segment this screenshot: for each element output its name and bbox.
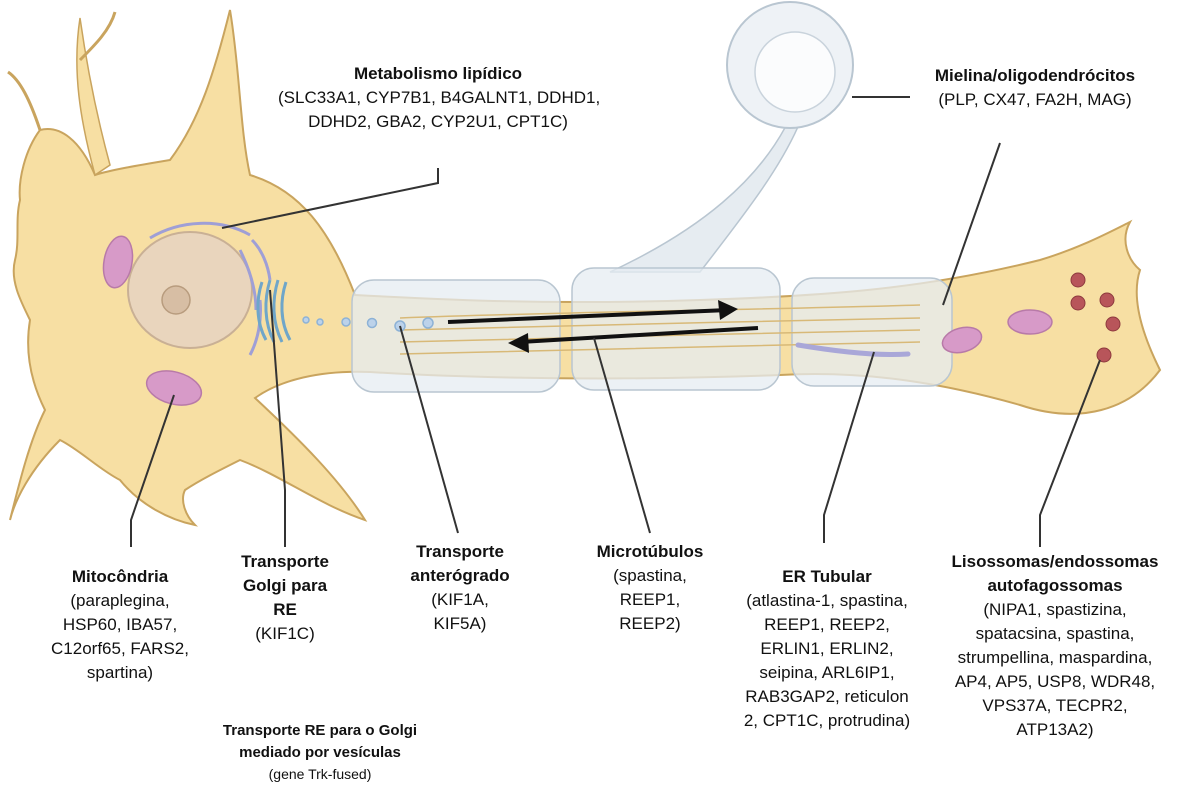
lipid-title: Metabolismo lipídico — [278, 62, 598, 86]
oligodendrocyte-nucleus — [755, 32, 835, 112]
er-line-5: RAB3GAP2, reticulon — [722, 685, 932, 709]
er-title: ER Tubular — [722, 565, 932, 589]
myelin-sheath — [352, 280, 560, 392]
vesicle-title-2: mediado por vesículas — [190, 742, 450, 764]
er-line-1: (atlastina-1, spastina, — [722, 589, 932, 613]
mito-line-3: C12orf65, FARS2, — [20, 637, 220, 661]
er-line-4: seipina, ARL6IP1, — [722, 661, 932, 685]
oligodendrocyte-process — [610, 118, 800, 272]
myelin-line-1: (PLP, CX47, FA2H, MAG) — [900, 88, 1170, 112]
label-er-tubular: ER Tubular (atlastina-1, spastina, REEP1… — [722, 565, 932, 733]
label-lipid-metabolism: Metabolismo lipídico (SLC33A1, CYP7B1, B… — [278, 62, 598, 134]
vesicle-title-1: Transporte RE para o Golgi — [190, 720, 450, 742]
mito-title: Mitocôndria — [20, 565, 220, 589]
label-myelin: Mielina/oligodendrócitos (PLP, CX47, FA2… — [900, 64, 1170, 112]
mito-line-2: HSP60, IBA57, — [20, 613, 220, 637]
golgi-title-1: Transporte — [225, 550, 345, 574]
lyso-line-4: AP4, AP5, USP8, WDR48, — [935, 670, 1175, 694]
antero-title-2: anterógrado — [395, 564, 525, 588]
antero-title-1: Transporte — [395, 540, 525, 564]
vesicle-line-1: (gene Trk-fused) — [190, 764, 450, 784]
label-golgi-transport: Transporte Golgi para RE (KIF1C) — [225, 550, 345, 646]
golgi-title-3: RE — [225, 598, 345, 622]
label-mitochondria: Mitocôndria (paraplegina, HSP60, IBA57, … — [20, 565, 220, 685]
antero-line-1: (KIF1A, — [395, 588, 525, 612]
golgi-line-1: (KIF1C) — [225, 622, 345, 646]
er-line-3: ERLIN1, ERLIN2, — [722, 637, 932, 661]
micro-line-3: REEP2) — [580, 612, 720, 636]
mito-line-4: spartina) — [20, 661, 220, 685]
lyso-line-6: ATP13A2) — [935, 718, 1175, 742]
myelin-title: Mielina/oligodendrócitos — [900, 64, 1170, 88]
lyso-line-1: (NIPA1, spastizina, — [935, 598, 1175, 622]
lipid-line-1: (SLC33A1, CYP7B1, B4GALNT1, DDHD1, — [278, 86, 598, 110]
er-line-6: 2, CPT1C, protrudina) — [722, 709, 932, 733]
micro-title: Microtúbulos — [580, 540, 720, 564]
lyso-line-5: VPS37A, TECPR2, — [935, 694, 1175, 718]
dendrite-branch — [8, 72, 40, 130]
lipid-line-2: DDHD2, GBA2, CYP2U1, CPT1C) — [278, 110, 598, 134]
dendrite-branch — [80, 12, 115, 60]
nucleolus — [162, 286, 190, 314]
lyso-line-2: spatacsina, spastina, — [935, 622, 1175, 646]
label-anterograde-transport: Transporte anterógrado (KIF1A, KIF5A) — [395, 540, 525, 636]
label-lysosomes: Lisossomas/endossomas autofagossomas (NI… — [935, 550, 1175, 742]
lyso-title-1: Lisossomas/endossomas — [935, 550, 1175, 574]
label-microtubules: Microtúbulos (spastina, REEP1, REEP2) — [580, 540, 720, 636]
nucleus — [128, 232, 252, 348]
micro-line-1: (spastina, — [580, 564, 720, 588]
lyso-line-3: strumpellina, maspardina, — [935, 646, 1175, 670]
lyso-title-2: autofagossomas — [935, 574, 1175, 598]
mito-line-1: (paraplegina, — [20, 589, 220, 613]
er-line-2: REEP1, REEP2, — [722, 613, 932, 637]
antero-line-2: KIF5A) — [395, 612, 525, 636]
golgi-title-2: Golgi para — [225, 574, 345, 598]
label-vesicle-transport: Transporte RE para o Golgi mediado por v… — [190, 720, 450, 784]
micro-line-2: REEP1, — [580, 588, 720, 612]
